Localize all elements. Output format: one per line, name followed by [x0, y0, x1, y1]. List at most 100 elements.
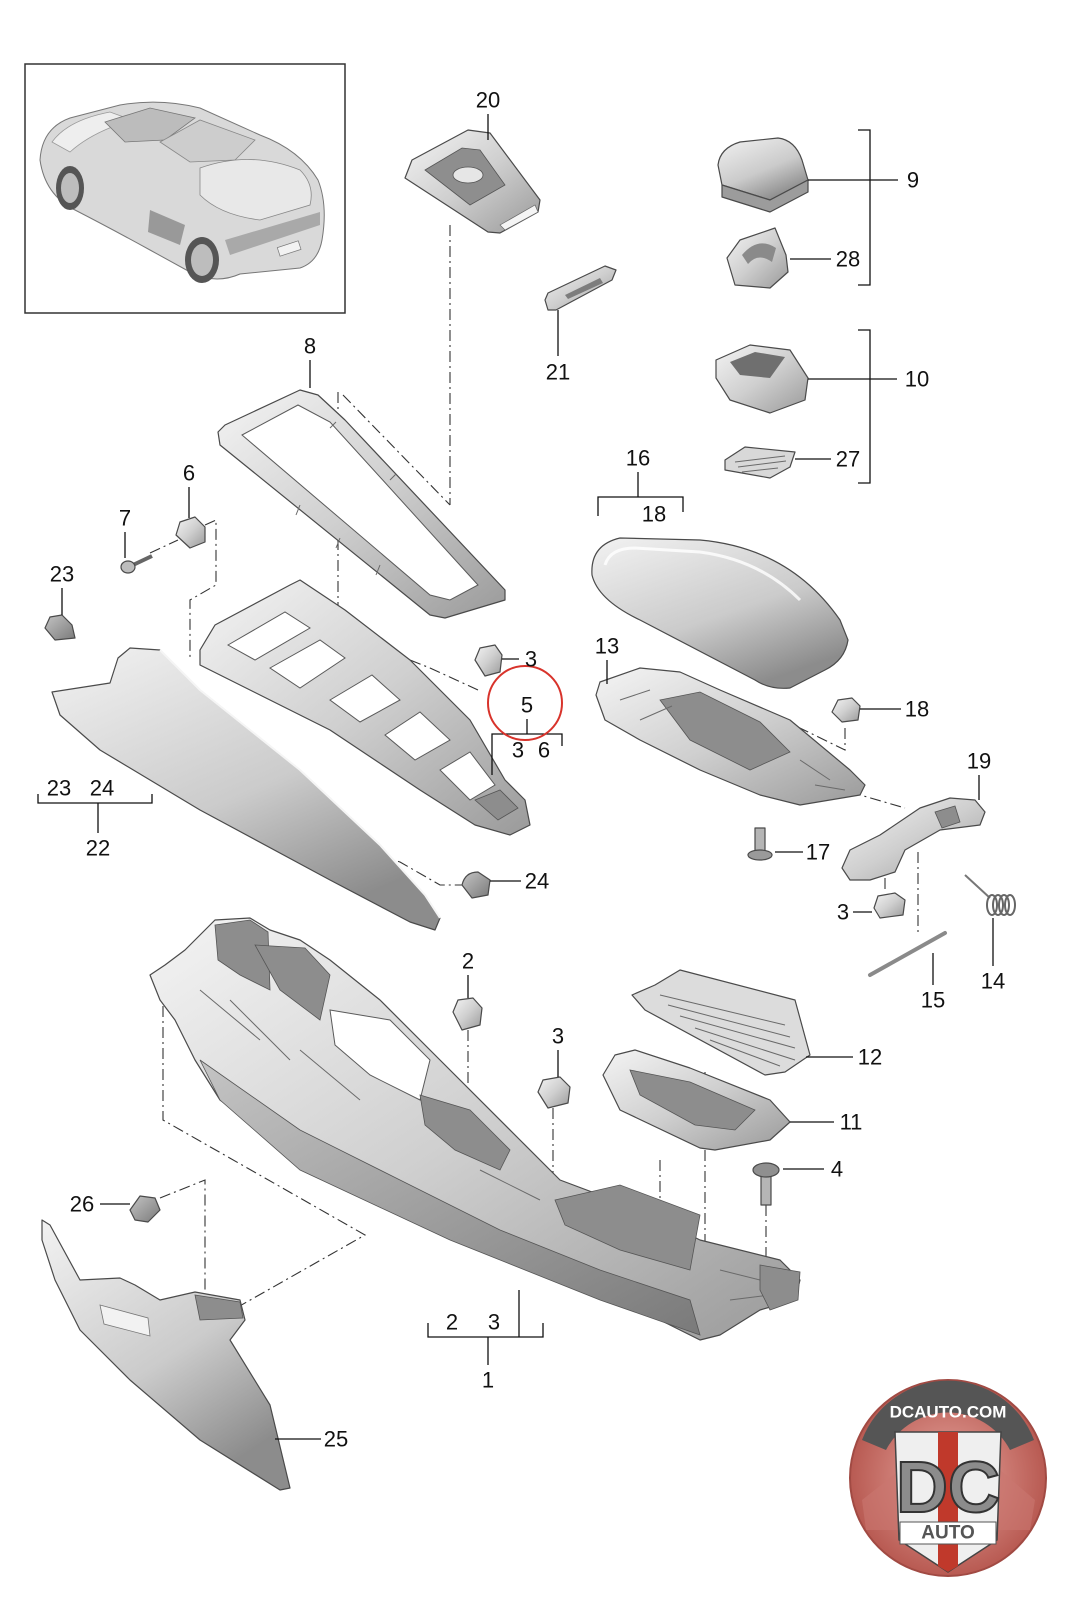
insert-base — [721, 179, 809, 213]
callout-label: 6 — [183, 461, 195, 486]
clip-24-body — [461, 871, 491, 899]
carrier-frame-cutout-3 — [329, 674, 401, 723]
part-20-shift-trim — [404, 129, 541, 234]
callout-label: 3 — [552, 1024, 564, 1049]
tray-opening — [629, 1069, 756, 1131]
clip-3-console-body — [537, 1076, 571, 1109]
car-taillight-band — [225, 212, 320, 255]
carrier-frame-mount — [474, 789, 519, 821]
part-18-clip — [831, 697, 861, 723]
part-1-center-console — [149, 917, 801, 1341]
callout-label: 13 — [595, 634, 619, 659]
spring-coil-3 — [998, 894, 1010, 916]
assembly-line-1-25 — [162, 985, 367, 1321]
bracket-22 — [37, 794, 153, 833]
watermark-logo: DCAUTO.COM DC AUTO — [849, 1379, 1047, 1577]
console-ribs — [199, 989, 781, 1301]
mat-ribs — [659, 994, 796, 1067]
armrest-lid-body — [591, 537, 849, 689]
spring-wire — [964, 874, 991, 899]
part-3-clip-console — [537, 1076, 571, 1109]
liner-arch — [742, 243, 776, 264]
clip-3-frame-body — [474, 644, 503, 677]
car-windshield — [104, 107, 196, 143]
spring-coil-2 — [992, 894, 1004, 916]
assembly-line-22-24 — [377, 854, 462, 886]
bracket-10-27 — [858, 329, 871, 484]
callout-label: 17 — [806, 840, 830, 865]
assembly-line-26-25 — [159, 1179, 206, 1320]
part-8-trim-frame — [217, 389, 506, 619]
assembly-line-6-5 — [189, 519, 217, 660]
callout-label: 23 — [50, 562, 74, 587]
assembly-line-8-diag — [342, 394, 451, 506]
rod-body — [868, 931, 947, 977]
callout-label: 19 — [967, 749, 991, 774]
console-side-skirt — [199, 1059, 701, 1336]
car-rear-deck — [199, 159, 312, 221]
part-24-clip — [461, 871, 491, 899]
armrest-lid-highlight — [603, 546, 802, 602]
leader-lines — [61, 114, 994, 1440]
console-compartment — [554, 1184, 701, 1271]
callout-label: 12 — [858, 1045, 882, 1070]
assembly-included-part: 3 — [512, 738, 524, 763]
storage-box-opening — [730, 352, 785, 378]
insert-lid — [717, 137, 809, 201]
callout-label: 4 — [831, 1157, 843, 1182]
part-15-rod — [868, 931, 947, 977]
logo-tagline-band — [899, 1521, 997, 1545]
assembly-number: 1 — [482, 1368, 494, 1393]
callout-label: 11 — [840, 1110, 863, 1135]
assembly-number: 5 — [521, 693, 533, 718]
car-front-rim — [61, 173, 79, 203]
part-23-clip — [44, 614, 76, 641]
callout-label: 27 — [836, 447, 860, 472]
callout-label: 25 — [324, 1427, 348, 1452]
callout-label: 14 — [981, 969, 1005, 994]
callout-label: 3 — [525, 647, 537, 672]
part-10-storage-box — [715, 344, 809, 414]
assembly-labels: 16 18 5 3 6 22 23 24 1 2 3 — [47, 446, 666, 1393]
part-4-screw — [752, 1162, 780, 1206]
part-5-carrier-frame — [199, 579, 531, 836]
part-13-armrest-base — [595, 667, 866, 806]
part-7-screw — [120, 554, 153, 574]
armrest-base-recess — [659, 691, 791, 771]
shift-trim-lower-plate — [499, 204, 539, 231]
highlight-circle — [487, 665, 563, 741]
rubber-mat-body — [724, 446, 796, 479]
callout-label: 2 — [462, 949, 474, 974]
carrier-frame-cutout-4 — [384, 711, 451, 761]
armrest-base-ribs — [619, 689, 846, 791]
clip-23-body — [44, 614, 76, 641]
group-brackets — [37, 129, 871, 1365]
carrier-frame-cutout-1 — [226, 611, 311, 661]
console-rib-section — [419, 1094, 511, 1171]
callout-label: 21 — [546, 360, 570, 385]
callout-label: 28 — [836, 247, 860, 272]
part-21-trim-strip — [544, 265, 617, 311]
callout-label: 15 — [921, 988, 945, 1013]
logo-site-text: DCAUTO.COM — [890, 1403, 1007, 1422]
clip-3-bracket-body — [873, 892, 906, 919]
side-trim-edge — [159, 649, 441, 919]
console-center-opening — [329, 1009, 431, 1101]
trim-frame-opening — [241, 404, 479, 601]
part-22-side-trim — [51, 647, 441, 931]
part-14-spring — [964, 874, 1016, 916]
part-28-insert-liner — [726, 227, 789, 289]
part-19-hinge-bracket — [841, 797, 986, 881]
console-front-wall — [214, 919, 271, 991]
assembly-included-part: 24 — [90, 776, 114, 801]
clip-2-body — [452, 997, 483, 1031]
car-license-plate — [276, 240, 302, 257]
assembly-included-part: 23 — [47, 776, 71, 801]
assembly-number: 22 — [86, 836, 110, 861]
part-3-clip-frame — [474, 644, 503, 677]
side-panel-body — [41, 1219, 291, 1491]
spring-coil-4 — [1004, 894, 1016, 916]
assembly-number: 16 — [626, 446, 650, 471]
hinge-bracket-arm — [934, 805, 961, 829]
